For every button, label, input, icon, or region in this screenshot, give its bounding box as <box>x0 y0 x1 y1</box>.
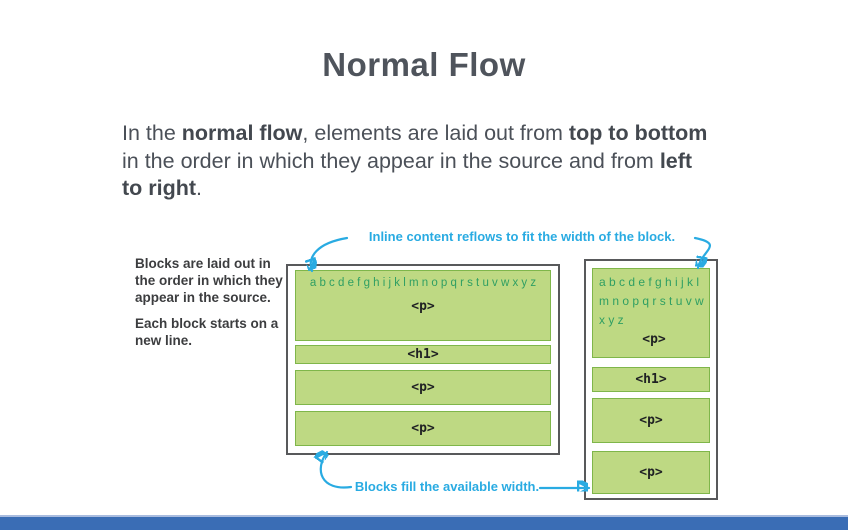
paragraph-block: <p> <box>592 451 710 494</box>
footer-accent-line <box>0 515 848 517</box>
h1-block: <h1> <box>295 345 551 364</box>
paragraph-block-with-inline-text: a b c d e f g h i j k l m n o p q r s t … <box>295 270 551 341</box>
caption-paragraph-new-line: Each block starts on a new line. <box>135 316 279 348</box>
body-paragraph: In the normal flow, elements are laid ou… <box>122 121 708 200</box>
inline-alphabet-text: a b c d e f g h i j k l m n o p q r s t … <box>309 277 537 289</box>
caption-paragraph-blocks-order: Blocks are laid out in the order in whic… <box>135 256 283 305</box>
p-tag-label: <p> <box>639 465 663 480</box>
p-tag-label: <p> <box>639 413 663 428</box>
p-tag-label: <p> <box>411 299 435 314</box>
paragraph-block: <p> <box>592 398 710 443</box>
p-tag-label: <p> <box>411 421 435 436</box>
diagram-caption: Blocks are laid out in the order in whic… <box>135 255 293 358</box>
paragraph-block: <p> <box>295 411 551 446</box>
slide-title: Normal Flow <box>322 46 526 83</box>
inline-alphabet-text: a b c d e f g h i j k l m n o p q r s t … <box>599 275 704 327</box>
p-tag-label: <p> <box>411 380 435 395</box>
annotation-inline-reflow: Inline content reflows to fit the width … <box>368 229 676 244</box>
narrow-block-container: a b c d e f g h i j k l m n o p q r s t … <box>584 259 718 500</box>
h1-tag-label: <h1> <box>407 347 439 362</box>
paragraph-block-with-inline-text: a b c d e f g h i j k l m n o p q r s t … <box>592 268 710 358</box>
annotation-blocks-fill-width: Blocks fill the available width. <box>354 479 540 494</box>
footer-bar <box>0 517 848 530</box>
h1-tag-label: <h1> <box>635 372 667 387</box>
wide-block-container: a b c d e f g h i j k l m n o p q r s t … <box>286 264 560 455</box>
paragraph-block: <p> <box>295 370 551 405</box>
p-tag-label: <p> <box>642 332 666 347</box>
h1-block: <h1> <box>592 367 710 392</box>
